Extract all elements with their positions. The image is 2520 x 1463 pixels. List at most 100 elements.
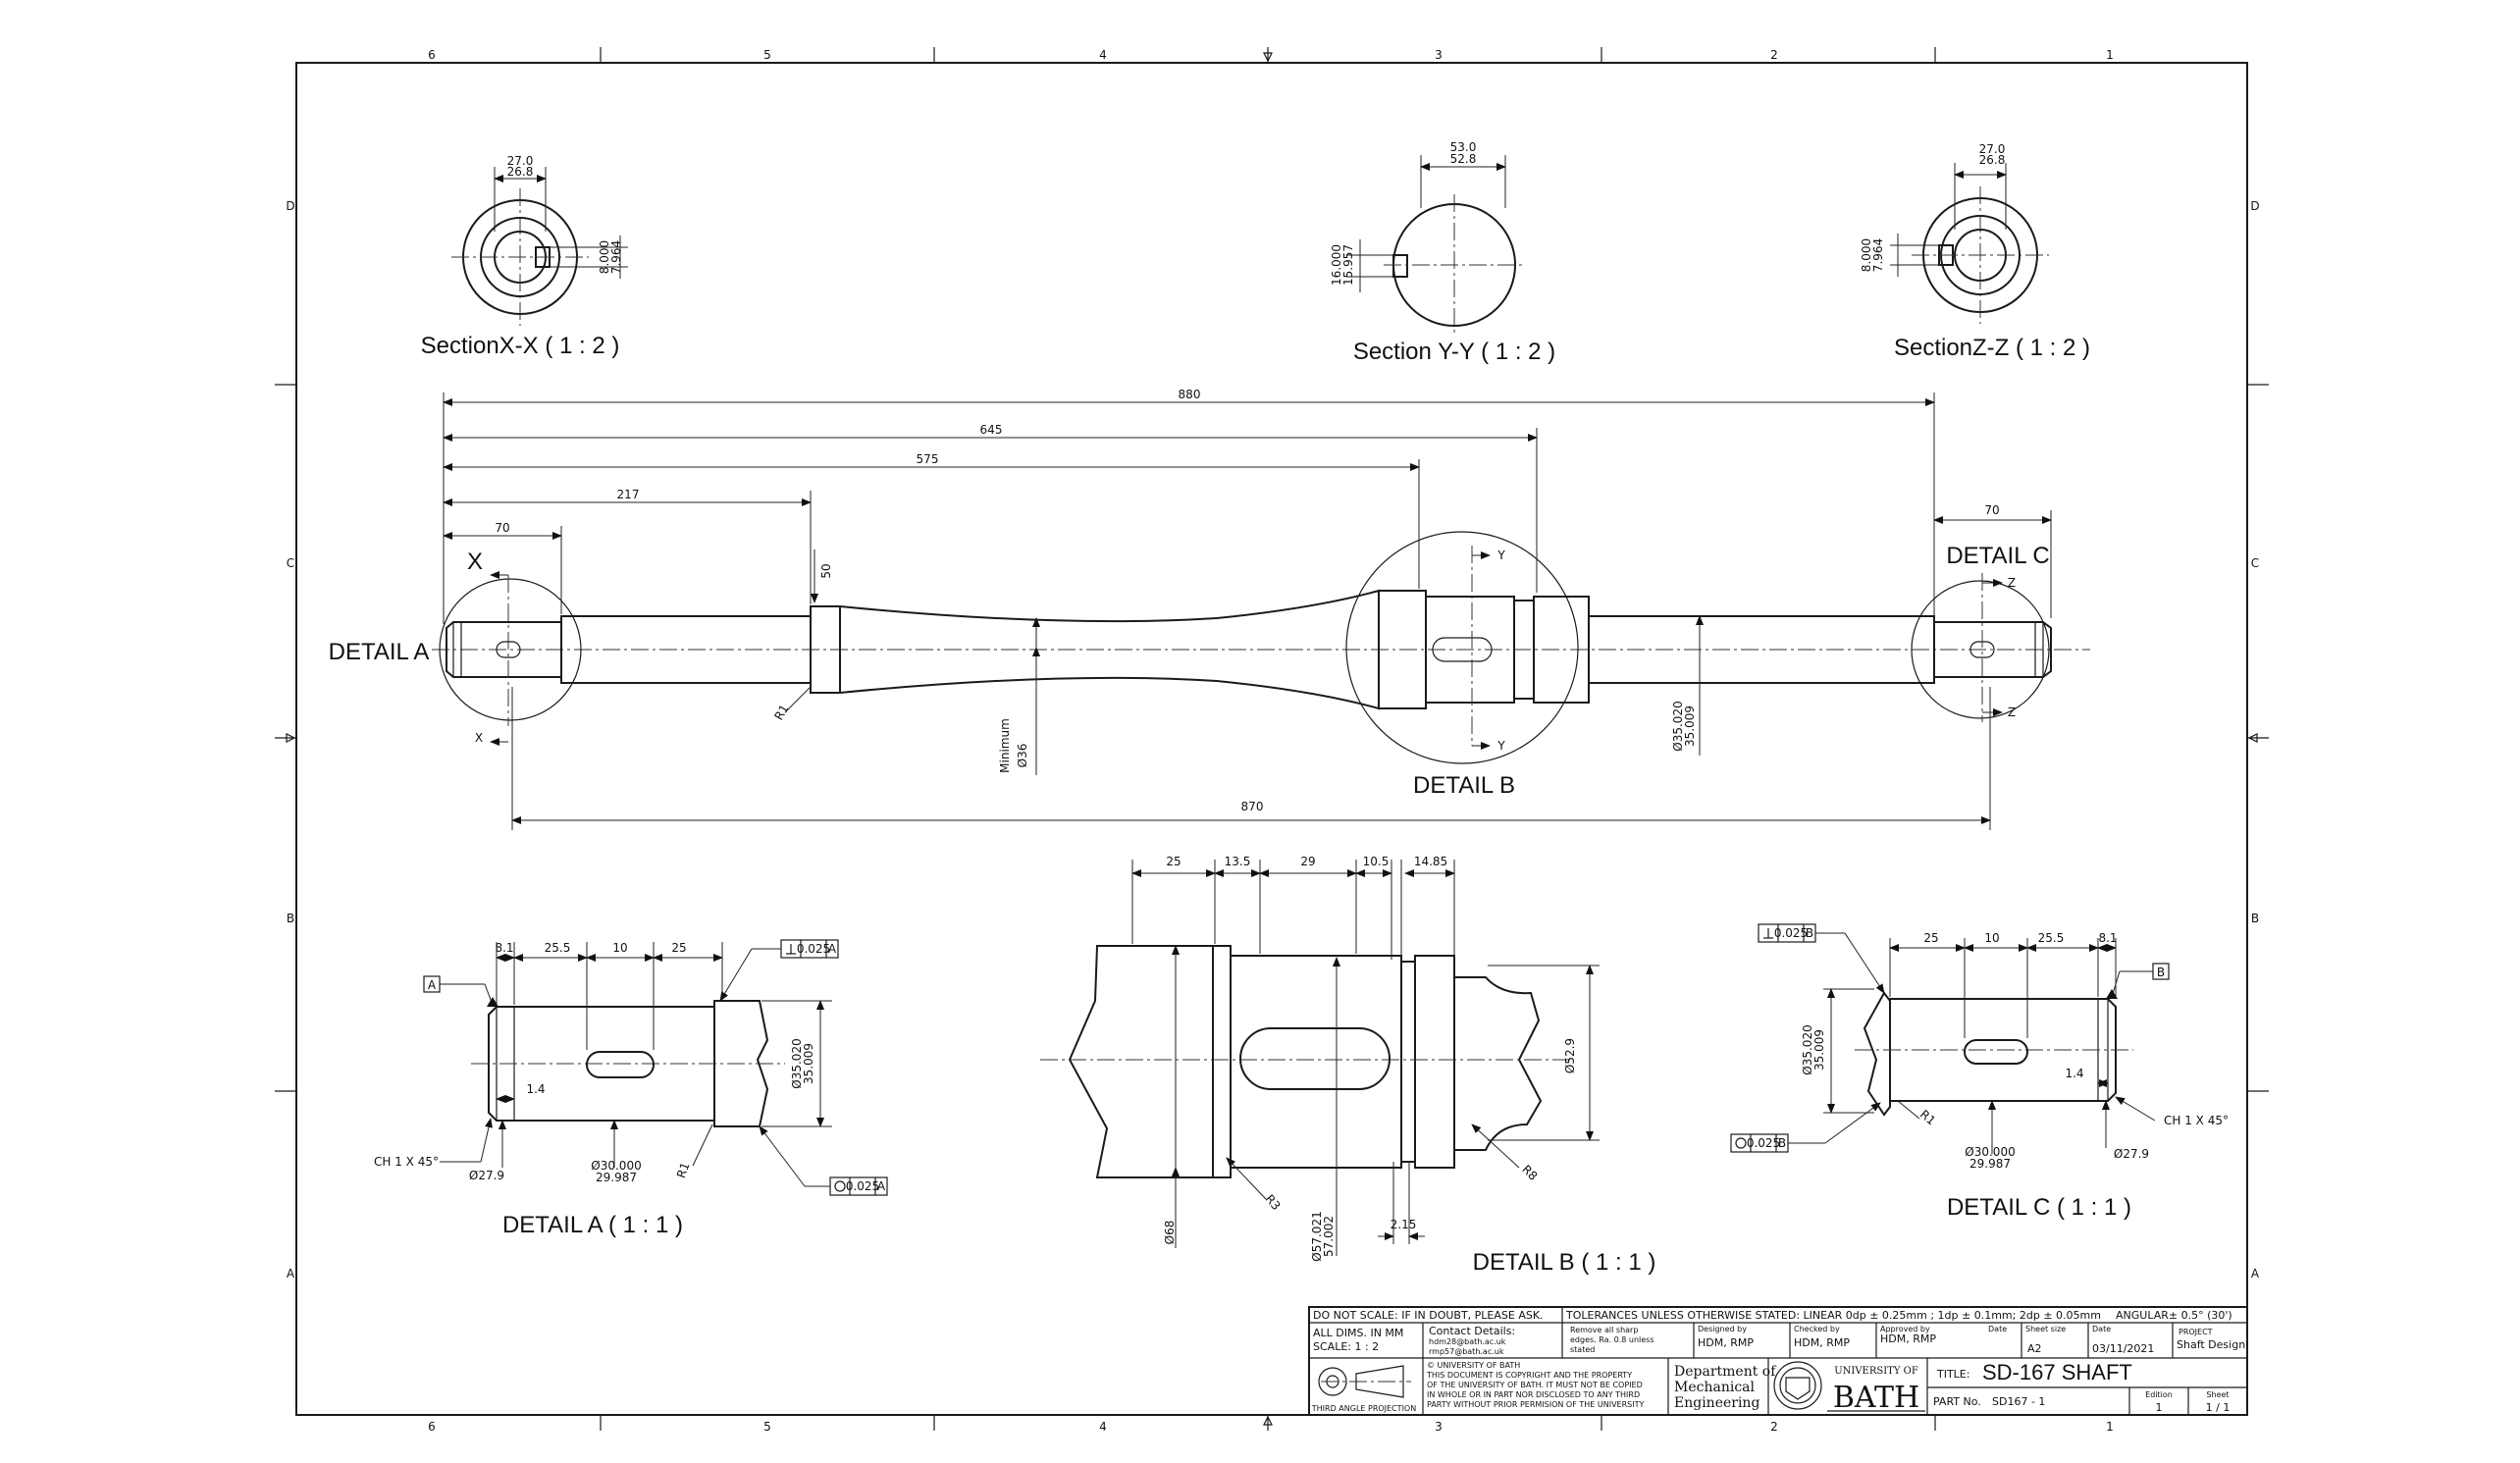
drawing-frame: 6 5 4 3 2 1 6 5 4 3 2 1 D C B A D C B A bbox=[275, 47, 2269, 1434]
title-value: SD-167 SHAFT bbox=[1982, 1360, 2132, 1385]
column-label: 1 bbox=[2106, 1420, 2114, 1434]
university-name: BATH bbox=[1833, 1381, 1919, 1415]
bearing-dia: 35.009 bbox=[1683, 705, 1697, 747]
dia-30: 29.987 bbox=[1969, 1157, 2011, 1171]
copyright: © UNIVERSITY OF BATH bbox=[1427, 1361, 1520, 1370]
section-title: Section Y-Y ( 1 : 2 ) bbox=[1353, 339, 1555, 365]
runout-tol: 0.025 bbox=[1747, 1136, 1780, 1150]
dim-side: 8.000 bbox=[1860, 238, 1873, 272]
dim-side: 7.964 bbox=[609, 240, 623, 274]
detail-c-view: 25 10 25.5 8.1 B 0.025 B 0.025 B Ø35.020 bbox=[1730, 923, 2229, 1221]
dim-645: 645 bbox=[980, 423, 1003, 437]
section-z-z: 27.0 26.8 8.000 7.964 SectionZ-Z ( 1 : 2… bbox=[1860, 142, 2090, 361]
cut-z-label: Z bbox=[2008, 576, 2016, 590]
part-value: SD167 - 1 bbox=[1992, 1395, 2045, 1408]
perp-tol: 0.025 bbox=[1774, 926, 1808, 940]
cut-y-label: Y bbox=[1496, 739, 1505, 753]
row-label: D bbox=[2250, 199, 2259, 213]
tolerances: TOLERANCES UNLESS OTHERWISE STATED: LINE… bbox=[1565, 1309, 2101, 1322]
column-label: 5 bbox=[763, 48, 771, 62]
perp-ref: A bbox=[828, 942, 837, 956]
dia-35: Ø35.020 bbox=[1801, 1024, 1814, 1074]
dim-b: 10.5 bbox=[1363, 855, 1390, 868]
row-label: A bbox=[287, 1267, 295, 1280]
dim-2-15: 2.15 bbox=[1391, 1218, 1417, 1231]
chamfer: CH 1 X 45° bbox=[374, 1155, 439, 1169]
detail-b-title: DETAIL B ( 1 : 1 ) bbox=[1473, 1249, 1656, 1276]
university-crest-icon bbox=[1773, 1361, 1822, 1410]
dia-30: 29.987 bbox=[596, 1171, 637, 1184]
title-block: DO NOT SCALE: IF IN DOUBT, PLEASE ASK. T… bbox=[1308, 1306, 2248, 1416]
dim-a: 25.5 bbox=[545, 941, 571, 955]
dim-50: 50 bbox=[819, 563, 833, 578]
title-label: TITLE: bbox=[1936, 1368, 1969, 1381]
edition-label: Edition bbox=[2145, 1390, 2173, 1399]
copyright: OF THE UNIVERSITY OF BATH. IT MUST NOT B… bbox=[1427, 1381, 1643, 1389]
dim-c: 10 bbox=[1984, 931, 1999, 945]
section-title: SectionZ-Z ( 1 : 2 ) bbox=[1894, 335, 2090, 361]
row-label: D bbox=[286, 199, 294, 213]
dim-a: 8.1 bbox=[495, 941, 513, 955]
row-label: C bbox=[2251, 556, 2259, 570]
copyright: THIS DOCUMENT IS COPYRIGHT AND THE PROPE… bbox=[1426, 1371, 1632, 1380]
min-dia: Ø36 bbox=[1016, 744, 1029, 768]
dim-side: 16.000 bbox=[1330, 244, 1343, 286]
do-not-scale: DO NOT SCALE: IF IN DOUBT, PLEASE ASK. bbox=[1313, 1309, 1544, 1322]
projection-label: THIRD ANGLE PROJECTION bbox=[1311, 1404, 1416, 1413]
dia-35: Ø35.020 bbox=[790, 1038, 804, 1088]
column-label: 1 bbox=[2106, 48, 2114, 62]
main-shaft-view: 880 645 575 217 70 70 50 R1 Minimum Ø36 … bbox=[329, 388, 2090, 830]
dim-217: 217 bbox=[617, 488, 640, 501]
column-label: 4 bbox=[1099, 1420, 1107, 1434]
project-label: PROJECT bbox=[2179, 1328, 2213, 1336]
detail-c-label: DETAIL C bbox=[1946, 543, 2049, 569]
radius-r1: R1 bbox=[1917, 1107, 1938, 1127]
dia-57: Ø57.021 bbox=[1310, 1211, 1324, 1261]
column-label: 2 bbox=[1770, 1420, 1778, 1434]
row-label: B bbox=[287, 912, 294, 925]
bearing-dia: Ø35.020 bbox=[1671, 701, 1685, 751]
cut-x-label: X bbox=[467, 549, 483, 575]
angular: ANGULAR± 0.5° (30') bbox=[2116, 1309, 2232, 1322]
dim-top: 27.0 bbox=[1979, 142, 2006, 156]
perp-tol: 0.025 bbox=[797, 942, 830, 956]
sheet-size-value: A2 bbox=[2027, 1342, 2042, 1355]
department: Mechanical bbox=[1674, 1380, 1756, 1395]
dim-575: 575 bbox=[917, 452, 939, 466]
dia-30: Ø30.000 bbox=[591, 1159, 641, 1173]
remove-note: Remove all sharp bbox=[1570, 1326, 1638, 1334]
detail-b-view: 25 13.5 29 10.5 14.85 2.15 R3 R8 Ø68 Ø57… bbox=[1040, 855, 1655, 1276]
section-title: SectionX-X ( 1 : 2 ) bbox=[421, 333, 620, 359]
dia-35: 35.009 bbox=[802, 1043, 815, 1084]
dim-top: 53.0 bbox=[1450, 140, 1477, 154]
detail-a-title: DETAIL A ( 1 : 1 ) bbox=[502, 1212, 683, 1238]
scale: SCALE: 1 : 2 bbox=[1313, 1340, 1379, 1353]
department: Department of bbox=[1674, 1364, 1777, 1380]
copyright: PARTY WITHOUT PRIOR PERMISION OF THE UNI… bbox=[1427, 1400, 1644, 1409]
column-label: 3 bbox=[1435, 48, 1443, 62]
contact-label: Contact Details: bbox=[1429, 1325, 1515, 1337]
checked-value: HDM, RMP bbox=[1794, 1336, 1850, 1349]
contact-email: hdm28@bath.ac.uk bbox=[1429, 1337, 1506, 1346]
department: Engineering bbox=[1674, 1395, 1759, 1411]
dim-1-4: 1.4 bbox=[526, 1082, 545, 1096]
radius-r3: R3 bbox=[1263, 1192, 1284, 1213]
section-y-y: 53.0 52.8 16.000 15.957 Section Y-Y ( 1 … bbox=[1330, 140, 1555, 365]
dim-b: 13.5 bbox=[1225, 855, 1251, 868]
dim-r1: R1 bbox=[771, 703, 791, 723]
remove-note: stated bbox=[1570, 1345, 1595, 1354]
perp-ref: B bbox=[1806, 926, 1813, 940]
column-label: 6 bbox=[428, 48, 436, 62]
sheet-value: 1 / 1 bbox=[2206, 1401, 2231, 1414]
column-label: 2 bbox=[1770, 48, 1778, 62]
dim-a: 25 bbox=[671, 941, 686, 955]
detail-c-title: DETAIL C ( 1 : 1 ) bbox=[1947, 1194, 2131, 1221]
dim-top: 27.0 bbox=[507, 154, 534, 168]
radius-r1: R1 bbox=[674, 1161, 693, 1180]
radius-r8: R8 bbox=[1519, 1163, 1540, 1183]
row-label: C bbox=[287, 556, 294, 570]
datum-b: B bbox=[2157, 966, 2165, 979]
detail-b-label: DETAIL B bbox=[1413, 772, 1515, 799]
dim-side: 8.000 bbox=[598, 240, 611, 274]
